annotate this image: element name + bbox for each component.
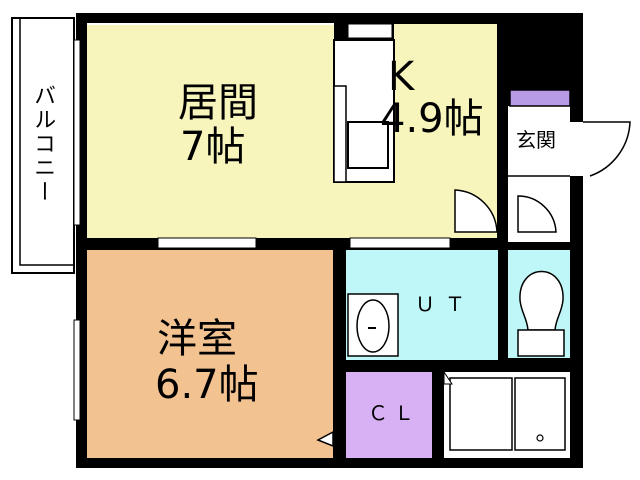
kitchen-appliance [333,85,347,183]
closet-label: ＣＬ [368,401,420,425]
bath-door-marker [443,370,453,385]
door-swing-1 [454,189,498,233]
window-bedroom-side [73,319,81,421]
front-door-swing [570,121,631,177]
window-kitchen-top [347,23,393,39]
bathtub-drain [536,434,544,442]
window-balcony-side [73,39,81,226]
balcony-label: バルコニー [30,84,56,204]
bathtub [514,377,566,451]
toilet-tank [517,329,565,357]
bath-shower-line [449,377,513,451]
entrance-label: 玄関 [516,128,556,152]
living-room-size: 7帖 [180,124,246,170]
kitchen-sink [347,121,389,169]
bedroom-name: 洋室 [157,316,237,362]
opening-ut [349,237,451,249]
bedroom-floor [87,250,333,458]
toilet [519,270,564,331]
closet-floor [346,372,432,458]
kitchen-size: 4.9帖 [380,96,484,142]
front-door-opening [570,122,583,176]
utility-label: ＵＴ [415,292,475,316]
bedroom-door-marker [316,430,334,448]
balcony [11,17,75,274]
opening-living-bedroom [157,237,257,249]
bedroom-size: 6.7帖 [155,362,259,408]
living-room-name: 居間 [178,80,258,126]
washbasin-bowl [356,299,390,353]
shoe-box [509,89,571,107]
kitchen-name: K [388,54,415,100]
door-swing-2 [517,195,557,233]
